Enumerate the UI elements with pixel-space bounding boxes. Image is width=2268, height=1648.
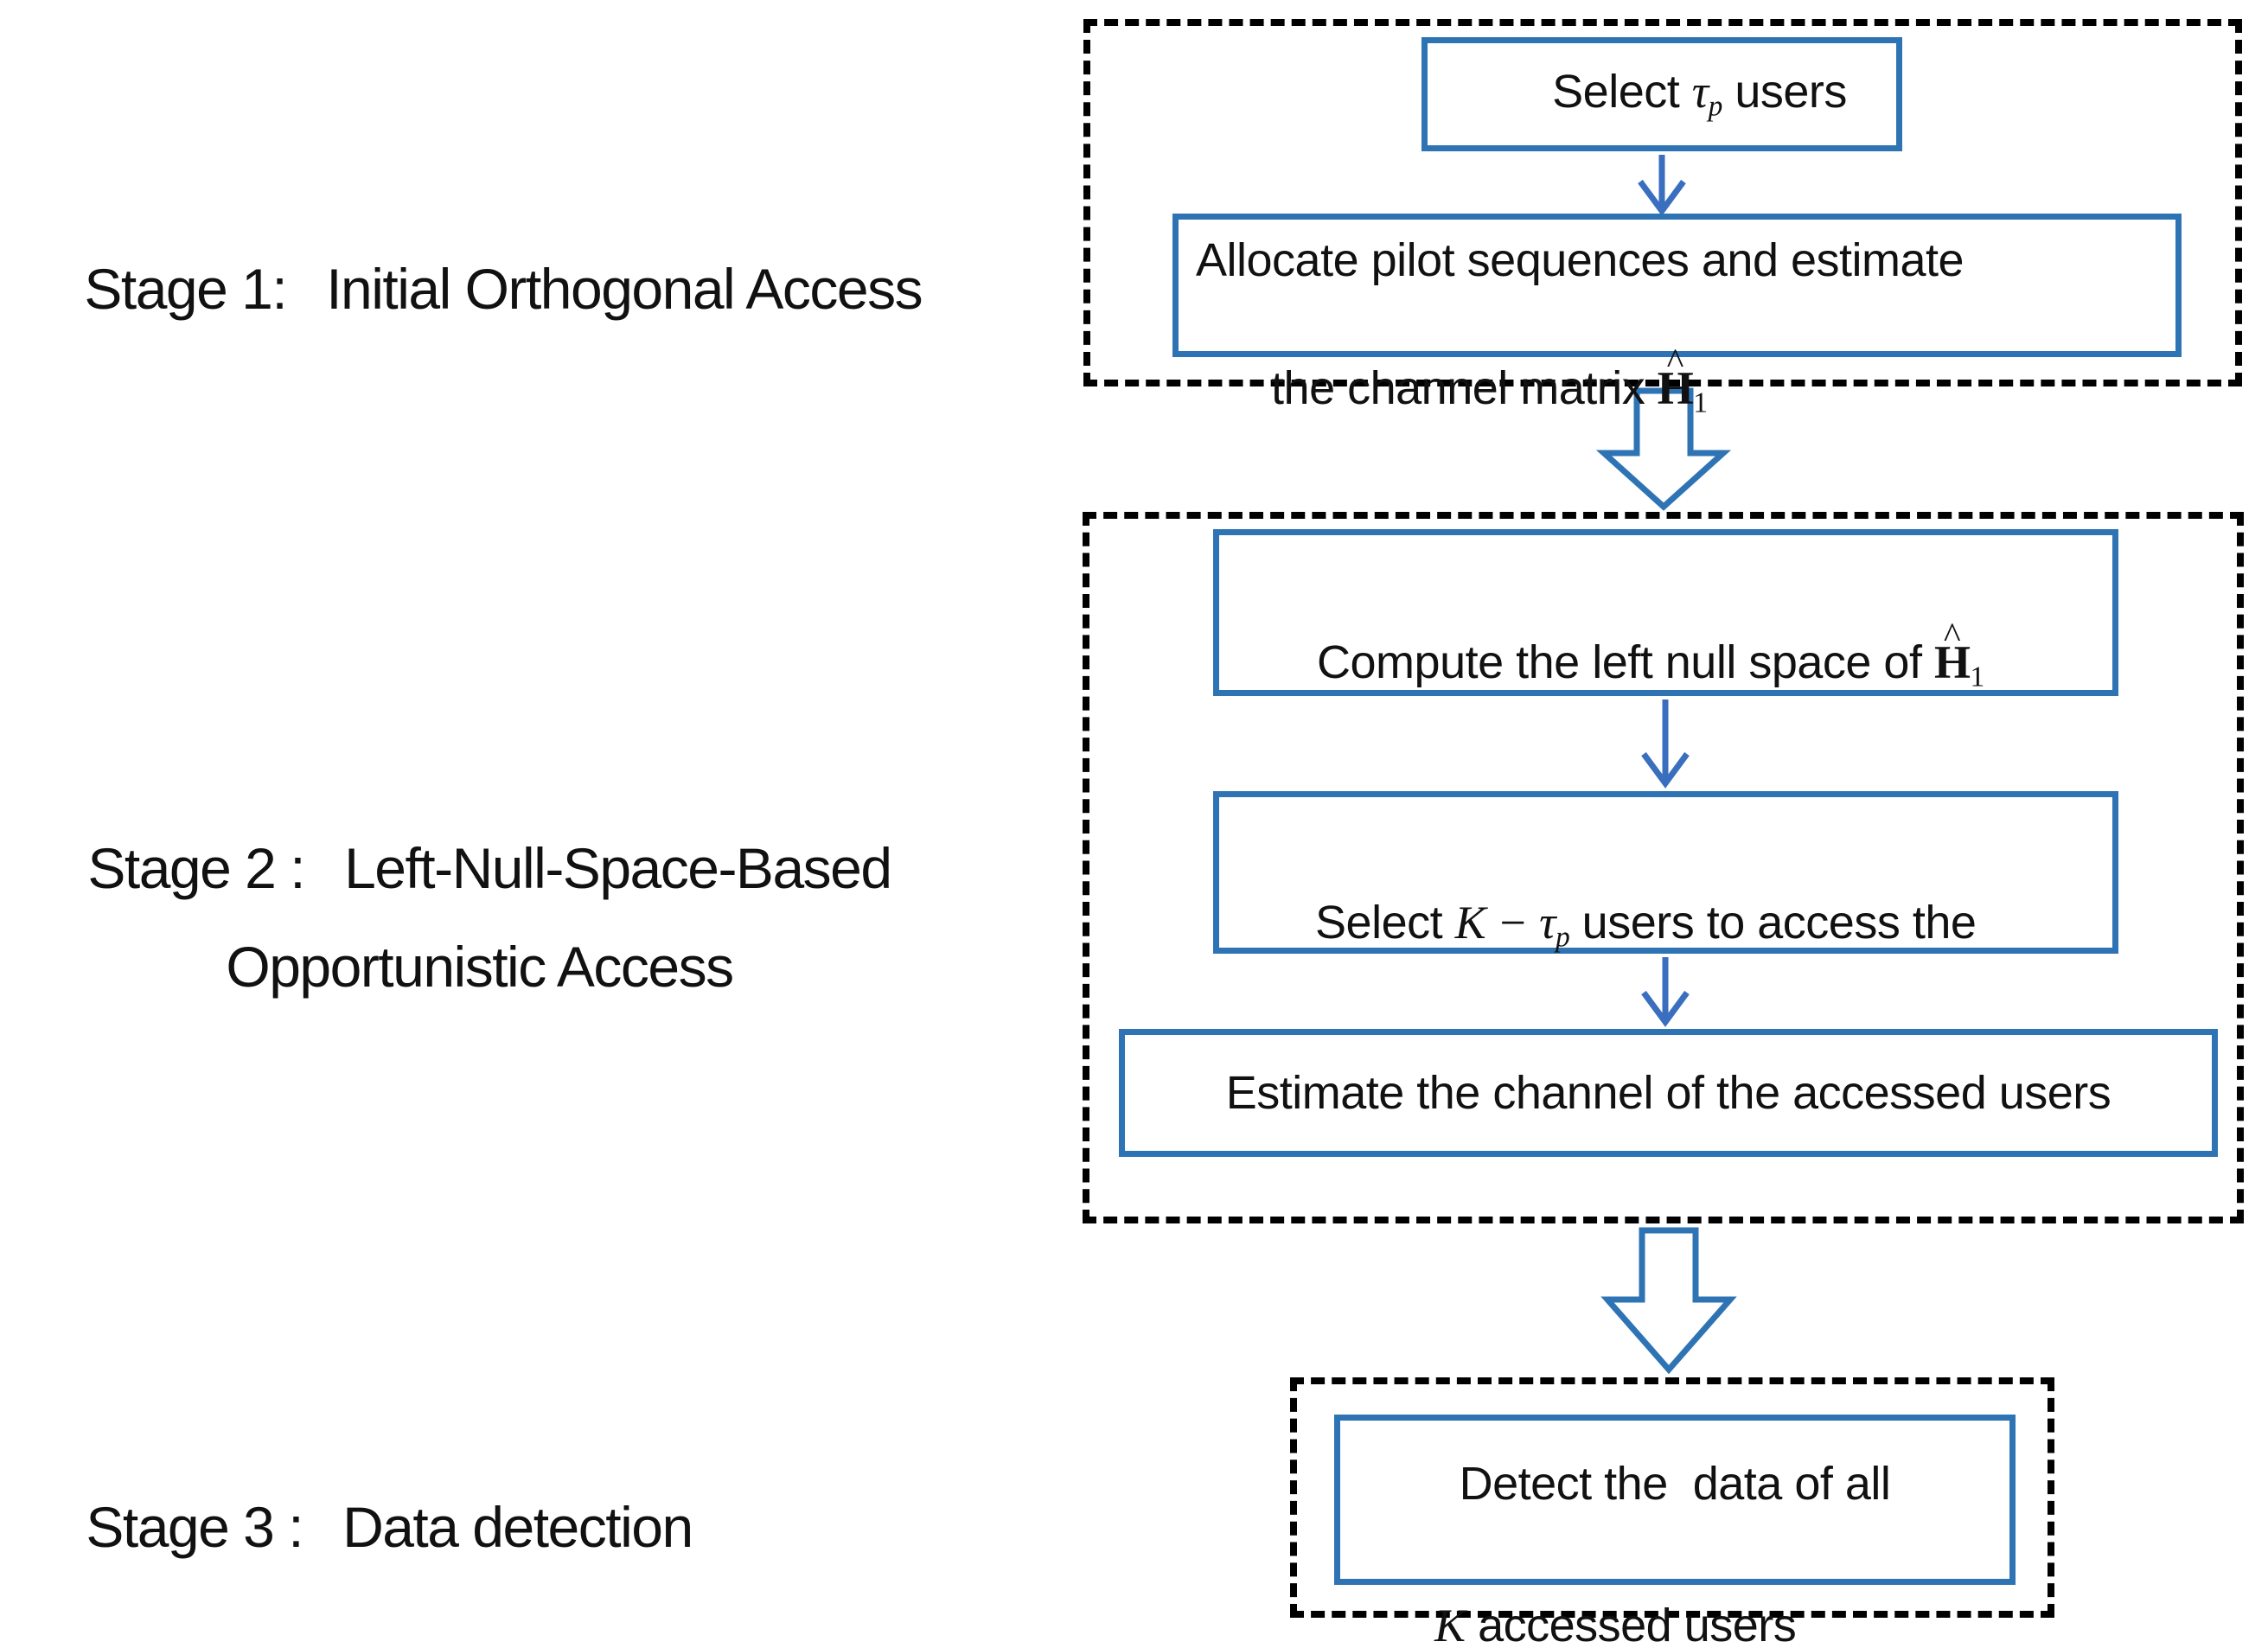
stage-2-label-line2: Opportunistic Access [168, 868, 734, 1065]
box-text-line1: Detect the data of all [1459, 1458, 1891, 1510]
minus-sign: − [1485, 897, 1540, 949]
stage-1-title: Initial Orthogonal Access [326, 257, 923, 321]
box-text-line1: Select K − τp users to access the [1240, 816, 2112, 1044]
flow-box-estimate-channel: Estimate the channel of the accessed use… [1119, 1029, 2218, 1157]
stage-3-label: Stage 3 : Data detection [28, 1428, 693, 1626]
block-down-arrow-icon [1600, 1227, 1737, 1375]
tau-subscript: p [1708, 90, 1723, 123]
tau-symbol: τ [1539, 897, 1556, 949]
text-segment: users to access the [1569, 897, 1977, 949]
hat-accent: ^ [1666, 341, 1684, 382]
tau-symbol: τ [1691, 66, 1709, 118]
stage-3-prefix: Stage 3 : [86, 1495, 303, 1559]
stage-2-title-line1: Left-Null-Space-Based [344, 836, 892, 900]
matrix-H: H [1933, 636, 1971, 688]
stage-1-prefix: Stage 1: [84, 257, 287, 321]
flow-box-detect-data: Detect the data of all K accessed users [1334, 1415, 2016, 1648]
box-text-line1: Compute the left null space of ^H1 [1242, 556, 2112, 783]
matrix-H: H [1657, 362, 1694, 414]
box-text: Select τp users [1477, 11, 1847, 176]
flow-box-select-k-users: Select K − τp users to access the system… [1213, 791, 2118, 1105]
flow-box-compute-null-space: Compute the left null space of ^H1 and o… [1213, 529, 2118, 845]
stage-3-dashed-container [1290, 1377, 2054, 1618]
flow-box-select-pilot-users: Select τp users [1421, 37, 1902, 151]
hat-accent: ^ [1943, 615, 1961, 656]
stage-3-title: Data detection [342, 1495, 693, 1559]
text-segment: Select [1552, 66, 1692, 118]
stage-1-label: Stage 1: Initial Orthogonal Access [26, 190, 923, 387]
text-segment: accessed users [1465, 1600, 1797, 1648]
text-segment: Select [1315, 897, 1455, 949]
H-hat-matrix-symbol: ^H [1657, 342, 1694, 420]
matrix-subscript: 1 [1970, 661, 1984, 693]
K-symbol: K [1454, 897, 1486, 949]
stage-2-dashed-container [1083, 512, 2244, 1223]
tau-subscript: p [1555, 921, 1570, 954]
stage-2-label-line1: Stage 2 : Left-Null-Space-Based [29, 770, 892, 967]
stage-1-dashed-container [1083, 19, 2242, 386]
box-text-line2: the channel matrix ^H1 [1196, 292, 2175, 499]
flow-box-allocate-pilots: Allocate pilot sequences and estimate th… [1172, 214, 2182, 418]
matrix-subscript: 1 [1693, 386, 1708, 419]
box-text: Estimate the channel of the accessed use… [1225, 1067, 2111, 1119]
stage-2-prefix: Stage 2 : [87, 836, 305, 900]
text-segment: users [1722, 66, 1847, 118]
H-hat-matrix-symbol: ^H [1933, 616, 1971, 698]
stage-2-title-line2: Opportunistic Access [226, 935, 734, 999]
K-symbol: K [1434, 1600, 1466, 1648]
box-text-line2: K accessed users [1340, 1519, 2009, 1648]
box-text-line1: Allocate pilot sequences and estimate [1196, 234, 1965, 286]
text-segment: Compute the left null space of [1317, 636, 1934, 688]
text-segment: the channel matrix [1271, 362, 1658, 414]
